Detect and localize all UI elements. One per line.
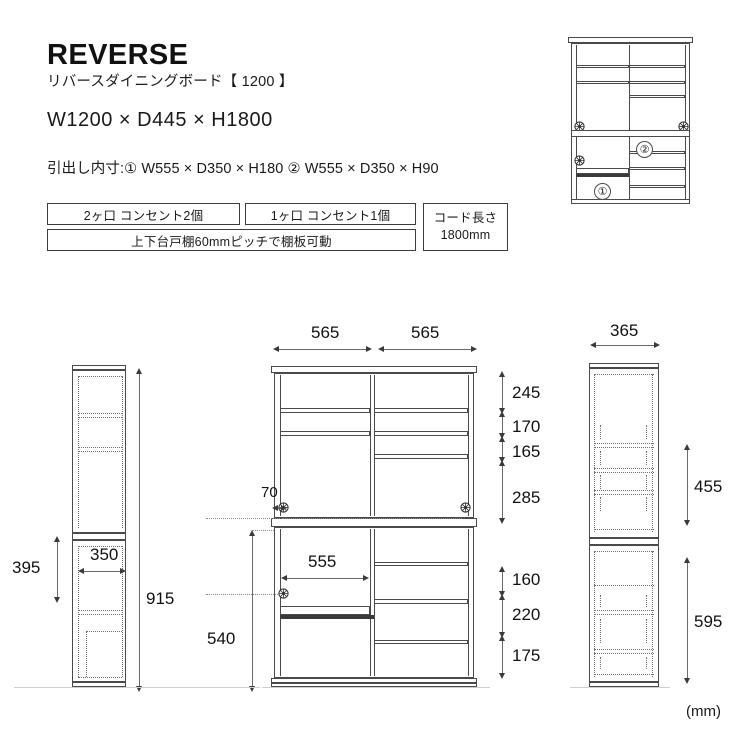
ground-line [570, 687, 670, 688]
dim-160: 160 [512, 570, 541, 589]
spec-cord-label: コード長さ [433, 211, 498, 226]
arrow-up [498, 371, 505, 377]
unit-label: (mm) [686, 703, 721, 720]
thumbnail-marker-two: ② [636, 141, 653, 158]
arrow-up [683, 444, 690, 450]
arrow-up [498, 460, 505, 466]
dim-line-540 [252, 534, 253, 687]
arrow-right [363, 575, 369, 581]
dim-line-245 [502, 375, 503, 409]
arrow-down [683, 520, 690, 526]
arrow-left [281, 575, 287, 581]
arrow-down [683, 678, 690, 684]
spec-cord-value: 1800mm [440, 228, 491, 242]
ground-line [14, 687, 260, 688]
dim-depth-365: 365 [610, 321, 639, 340]
arrow-down [53, 597, 60, 603]
outlet-icon [574, 121, 585, 132]
arrow-up [135, 368, 142, 374]
dim-245: 245 [512, 383, 541, 402]
arrow-down [498, 518, 505, 524]
front-elevation [271, 366, 477, 687]
arrow-down [135, 686, 142, 692]
dim-inner-depth-350: 350 [90, 545, 119, 564]
dim-line-395 [57, 540, 58, 598]
dim-line-350 [82, 571, 124, 572]
dim-455: 455 [694, 477, 723, 496]
dim-line-915 [139, 372, 140, 687]
dim-width-left-565: 565 [311, 323, 340, 342]
arrow-up [498, 635, 505, 641]
spec-cord-length: コード長さ 1800mm [423, 203, 508, 251]
leader-line [206, 518, 280, 519]
dim-165: 165 [512, 442, 541, 461]
arrow-right [120, 568, 126, 574]
dim-915: 915 [146, 589, 175, 608]
dim-line-455 [687, 448, 688, 521]
arrow-left [273, 346, 279, 352]
leader-line [252, 530, 282, 531]
arrow-left [272, 505, 278, 511]
arrow-right [366, 346, 372, 352]
dim-170: 170 [512, 417, 541, 436]
dim-595: 595 [694, 612, 723, 631]
spec-outlet-two: 2ヶ口 コンセント2個 [47, 203, 240, 225]
arrow-right [281, 505, 287, 511]
dim-line-170 [502, 415, 503, 434]
ground-line [262, 687, 490, 688]
outlet-icon [574, 155, 585, 166]
dim-line-595 [687, 561, 688, 679]
spec-outlet-two-label: 2ヶ口 コンセント2個 [83, 208, 204, 223]
arrow-up [248, 530, 255, 536]
arrow-down [498, 673, 505, 679]
outlet-icon [460, 502, 471, 513]
arrow-left [378, 346, 384, 352]
arrow-up [498, 566, 505, 572]
thumbnail-front-elevation: ② ① [568, 37, 693, 204]
leader-line [206, 594, 280, 595]
dim-line-70 [274, 508, 282, 509]
thumbnail-marker-one: ① [594, 183, 611, 200]
dim-line-width-right [382, 349, 475, 350]
dim-555: 555 [308, 552, 337, 571]
dim-upper-height-395: 395 [12, 558, 41, 577]
outlet-icon [278, 588, 289, 599]
spec-shelf-pitch: 上下台戸棚60mmピッチで棚板可動 [47, 229, 416, 251]
leader-line [282, 518, 462, 519]
product-subtitle: リバースダイニングボード【 1200 】 [47, 74, 294, 90]
spec-shelf-pitch-label: 上下台戸棚60mmピッチで棚板可動 [131, 234, 332, 249]
arrow-up [498, 436, 505, 442]
dim-70: 70 [261, 484, 278, 501]
dim-220: 220 [512, 605, 541, 624]
dim-line-175 [502, 639, 503, 674]
spec-outlet-one: 1ヶ口 コンセント1個 [245, 203, 416, 225]
arrow-right [471, 346, 477, 352]
arrow-left [78, 568, 84, 574]
arrow-right [654, 342, 660, 348]
right-side-elevation [589, 363, 659, 687]
arrow-up [683, 557, 690, 563]
spec-outlet-one-label: 1ヶ口 コンセント1個 [270, 208, 391, 223]
dim-line-285 [502, 464, 503, 519]
page-title: REVERSE [47, 39, 189, 71]
dim-285: 285 [512, 488, 541, 507]
dim-line-220 [502, 598, 503, 633]
dim-line-width-left [277, 349, 370, 350]
left-side-elevation [72, 365, 126, 687]
drawer-inner-dimensions: 引出し内寸:① W555 × D350 × H180 ② W555 × D350… [47, 161, 439, 177]
dim-175: 175 [512, 646, 541, 665]
arrow-down [248, 686, 255, 692]
dim-line-160 [502, 570, 503, 592]
dim-width-right-565: 565 [411, 323, 440, 342]
arrow-up [498, 411, 505, 417]
arrow-up [53, 536, 60, 542]
arrow-left [590, 342, 596, 348]
arrow-up [498, 594, 505, 600]
dim-line-555 [285, 578, 367, 579]
dim-line-365 [594, 345, 658, 346]
dim-540: 540 [207, 629, 236, 648]
dim-line-165 [502, 440, 503, 458]
overall-dimensions: W1200 × D445 × H1800 [47, 109, 273, 131]
